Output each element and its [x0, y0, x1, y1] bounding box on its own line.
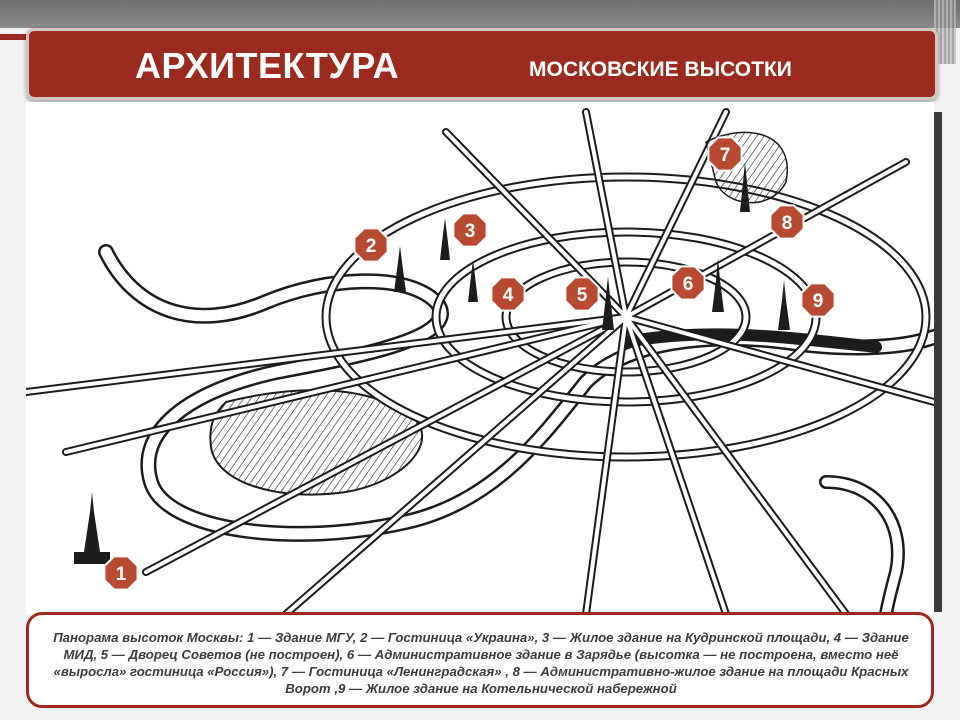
marker-5: 5 [564, 276, 600, 312]
marker-badge [670, 265, 706, 301]
marker-badge [769, 204, 805, 240]
marker-number: 2 [366, 236, 377, 257]
slide-subtitle: МОСКОВСКИЕ ВЫСОТКИ [529, 58, 792, 81]
top-band [0, 0, 960, 28]
skyscraper-icons [74, 162, 790, 564]
corner-decoration [934, 0, 956, 64]
marker-4: 4 [490, 276, 526, 312]
marker-number: 4 [503, 285, 514, 306]
caption-box: Панорама высоток Москвы: 1 — Здание МГУ,… [26, 612, 934, 708]
marker-number: 6 [683, 274, 694, 295]
marker-number: 7 [720, 145, 731, 166]
marker-9: 9 [800, 282, 836, 318]
marker-badge [452, 212, 488, 248]
marker-6: 6 [670, 265, 706, 301]
marker-1: 1 [103, 555, 139, 591]
marker-layer: 1 2 3 4 5 6 7 8 9 [103, 136, 836, 591]
marker-number: 3 [465, 221, 476, 242]
marker-badge [564, 276, 600, 312]
map-shadow [934, 112, 942, 612]
slide-title: АРХИТЕКТУРА [135, 45, 400, 86]
marker-7: 7 [707, 136, 743, 172]
marker-badge [490, 276, 526, 312]
marker-number: 8 [782, 213, 793, 234]
map-illustration: 1 2 3 4 5 6 7 8 9 [26, 102, 934, 614]
marker-badge [103, 555, 139, 591]
marker-8: 8 [769, 204, 805, 240]
slide-header: АРХИТЕКТУРА МОСКОВСКИЕ ВЫСОТКИ [26, 28, 938, 100]
caption-text: Панорама высоток Москвы: 1 — Здание МГУ,… [53, 630, 909, 696]
marker-number: 5 [577, 285, 588, 306]
marker-2: 2 [353, 227, 389, 263]
marker-3: 3 [452, 212, 488, 248]
marker-number: 9 [813, 291, 824, 312]
marker-badge [800, 282, 836, 318]
top-accent-bar [0, 34, 28, 40]
marker-number: 1 [116, 564, 127, 585]
marker-badge [353, 227, 389, 263]
marker-badge [707, 136, 743, 172]
moscow-panorama-map: 1 2 3 4 5 6 7 8 9 [26, 108, 934, 614]
